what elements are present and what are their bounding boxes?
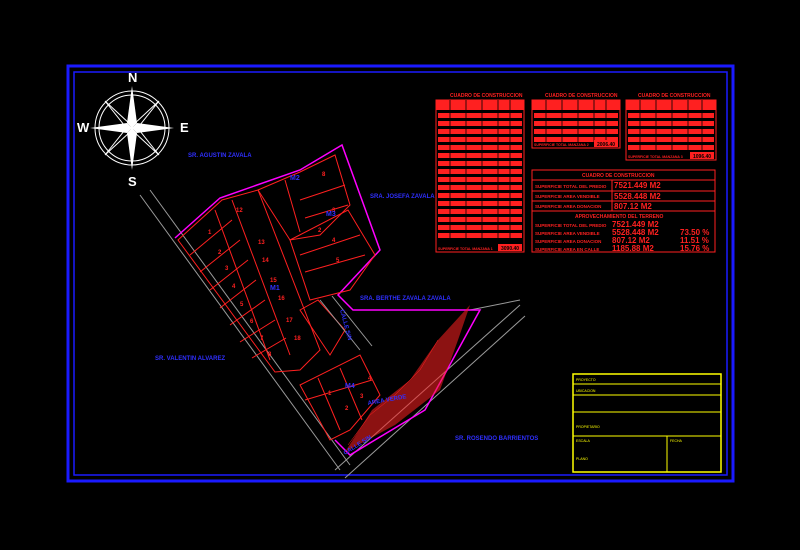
- svg-text:8: 8: [268, 352, 272, 358]
- svg-text:1: 1: [328, 391, 332, 397]
- svg-text:3: 3: [360, 394, 364, 400]
- summary2-row-4-value: 1185.88 M2: [612, 244, 654, 253]
- svg-text:6: 6: [250, 319, 254, 325]
- lots-grid: [177, 154, 381, 441]
- summary-table: CUADRO DE CONSTRUCCION SUPERFICIE TOTAL …: [531, 169, 716, 253]
- table2-total-value: 2006.40: [597, 142, 615, 148]
- table1-total-value: 3090.40: [501, 246, 519, 252]
- table3-total-value: 1096.40: [693, 154, 711, 160]
- summary2-row-3-value: 807.12 M2: [612, 236, 650, 245]
- titleblock-row-4: ESCALA: [576, 439, 590, 443]
- table3-title: CUADRO DE CONSTRUCCION: [638, 93, 711, 99]
- property-limit: [174, 143, 482, 456]
- titleblock-row-3: PROPIETARIO: [576, 425, 600, 429]
- compass-south: S: [128, 174, 137, 189]
- summary2-row-4-label: SUPERFICIE AREA EN CALLE: [535, 247, 599, 252]
- summary-row-1-value: 7521.449 M2: [614, 181, 661, 190]
- summary-title-2: APROVECHAMIENTO DEL TERRENO: [575, 214, 664, 220]
- summary2-row-2-label: SUPERFICIE AREA VENDIBLE: [535, 231, 600, 236]
- sheet-border-inner: [73, 71, 728, 476]
- svg-text:12: 12: [236, 208, 243, 214]
- titleblock-row-5: FECHA: [670, 439, 683, 443]
- table1-title: CUADRO DE CONSTRUCCION: [450, 93, 523, 99]
- green-area-dots: [347, 339, 439, 446]
- owner-right-top: SRA. JOSEFA ZAVALA: [370, 194, 435, 200]
- construction-table-3: CUADRO DE CONSTRUCCION SUPERFICIE TOTAL …: [625, 93, 717, 161]
- svg-text:7: 7: [260, 336, 264, 342]
- title-block: [572, 373, 722, 473]
- summary2-row-1-label: SUPERFICIE TOTAL DEL PREDIO: [535, 223, 607, 228]
- svg-text:4: 4: [332, 238, 336, 244]
- svg-text:8: 8: [322, 172, 326, 178]
- svg-text:3: 3: [225, 266, 229, 272]
- svg-text:4: 4: [232, 284, 236, 290]
- compass-east: E: [180, 120, 189, 135]
- svg-text:15: 15: [270, 278, 277, 284]
- summary-row-2-value: 5528.448 M2: [614, 192, 661, 201]
- block-label-main: M1: [270, 285, 280, 292]
- compass-north: N: [128, 70, 137, 85]
- block-label-right: M2: [290, 175, 300, 182]
- summary-row-3-value: 807.12 M2: [614, 202, 652, 211]
- compass-west: W: [77, 120, 90, 135]
- summary2-row-3-label: SUPERFICIE AREA DONACION: [535, 239, 601, 244]
- summary2-row-3-pct: 11.51 %: [680, 236, 709, 245]
- titleblock-row-2: UBICACION: [576, 389, 596, 393]
- summary2-row-4-pct: 15.76 %: [680, 244, 709, 253]
- sheet-border-outer: [66, 64, 735, 483]
- summary-row-3-label: SUPERFICIE AREA DONACION: [535, 204, 601, 209]
- titleblock-row-1: PROYECTO: [576, 378, 596, 382]
- svg-text:1: 1: [208, 230, 212, 236]
- owner-left: SR. VALENTIN ALVAREZ: [155, 356, 225, 362]
- svg-text:14: 14: [262, 258, 269, 264]
- svg-text:4: 4: [368, 376, 372, 382]
- table2-total-label: SUPERFICIE TOTAL MANZANA 2: [534, 143, 589, 147]
- table1-total-label: SUPERFICIE TOTAL MANZANA 1: [438, 247, 493, 251]
- svg-text:13: 13: [258, 240, 265, 246]
- summary-row-1-label: SUPERFICIE TOTAL DEL PREDIO: [535, 184, 607, 189]
- svg-text:2: 2: [345, 406, 349, 412]
- svg-text:2: 2: [218, 250, 222, 256]
- green-area-hatch: [345, 305, 470, 452]
- svg-text:5: 5: [336, 258, 340, 264]
- construction-table-2: CUADRO DE CONSTRUCCION SUPERFICIE TOTAL …: [531, 93, 621, 149]
- summary2-row-2-pct: 73.50 %: [680, 228, 709, 237]
- svg-text:2: 2: [318, 228, 322, 234]
- compass-rose-icon: N S E W: [77, 70, 189, 189]
- svg-text:18: 18: [294, 336, 301, 342]
- block-label-upper: M3: [326, 211, 336, 218]
- table2-title: CUADRO DE CONSTRUCCION: [545, 93, 618, 99]
- table3-total-label: SUPERFICIE TOTAL MANZANA 3: [628, 155, 683, 159]
- svg-text:16: 16: [278, 296, 285, 302]
- svg-text:5: 5: [240, 302, 244, 308]
- svg-text:17: 17: [286, 318, 293, 324]
- block-label-lower: M4: [345, 383, 355, 390]
- svg-text:3: 3: [332, 208, 336, 214]
- titleblock-row-6: PLANO: [576, 457, 588, 461]
- inner-street: [319, 295, 373, 351]
- owner-top: SR. AGUSTIN ZAVALA: [188, 153, 252, 159]
- owner-bottom-right: SR. ROSENDO BARRIENTOS: [455, 436, 538, 442]
- summary2-row-1-value: 7521.449 M2: [612, 220, 659, 229]
- construction-table-1: CUADRO DE CONSTRUCCION SUPERFICIE TOTAL …: [435, 93, 525, 253]
- summary-title: CUADRO DE CONSTRUCCION: [582, 173, 655, 179]
- summary2-row-2-value: 5528.448 M2: [612, 228, 659, 237]
- summary-row-2-label: SUPERFICIE AREA VENDIBLE: [535, 194, 600, 199]
- owner-right-mid: SRA. BERTHE ZAVALA ZAVALA: [360, 296, 451, 302]
